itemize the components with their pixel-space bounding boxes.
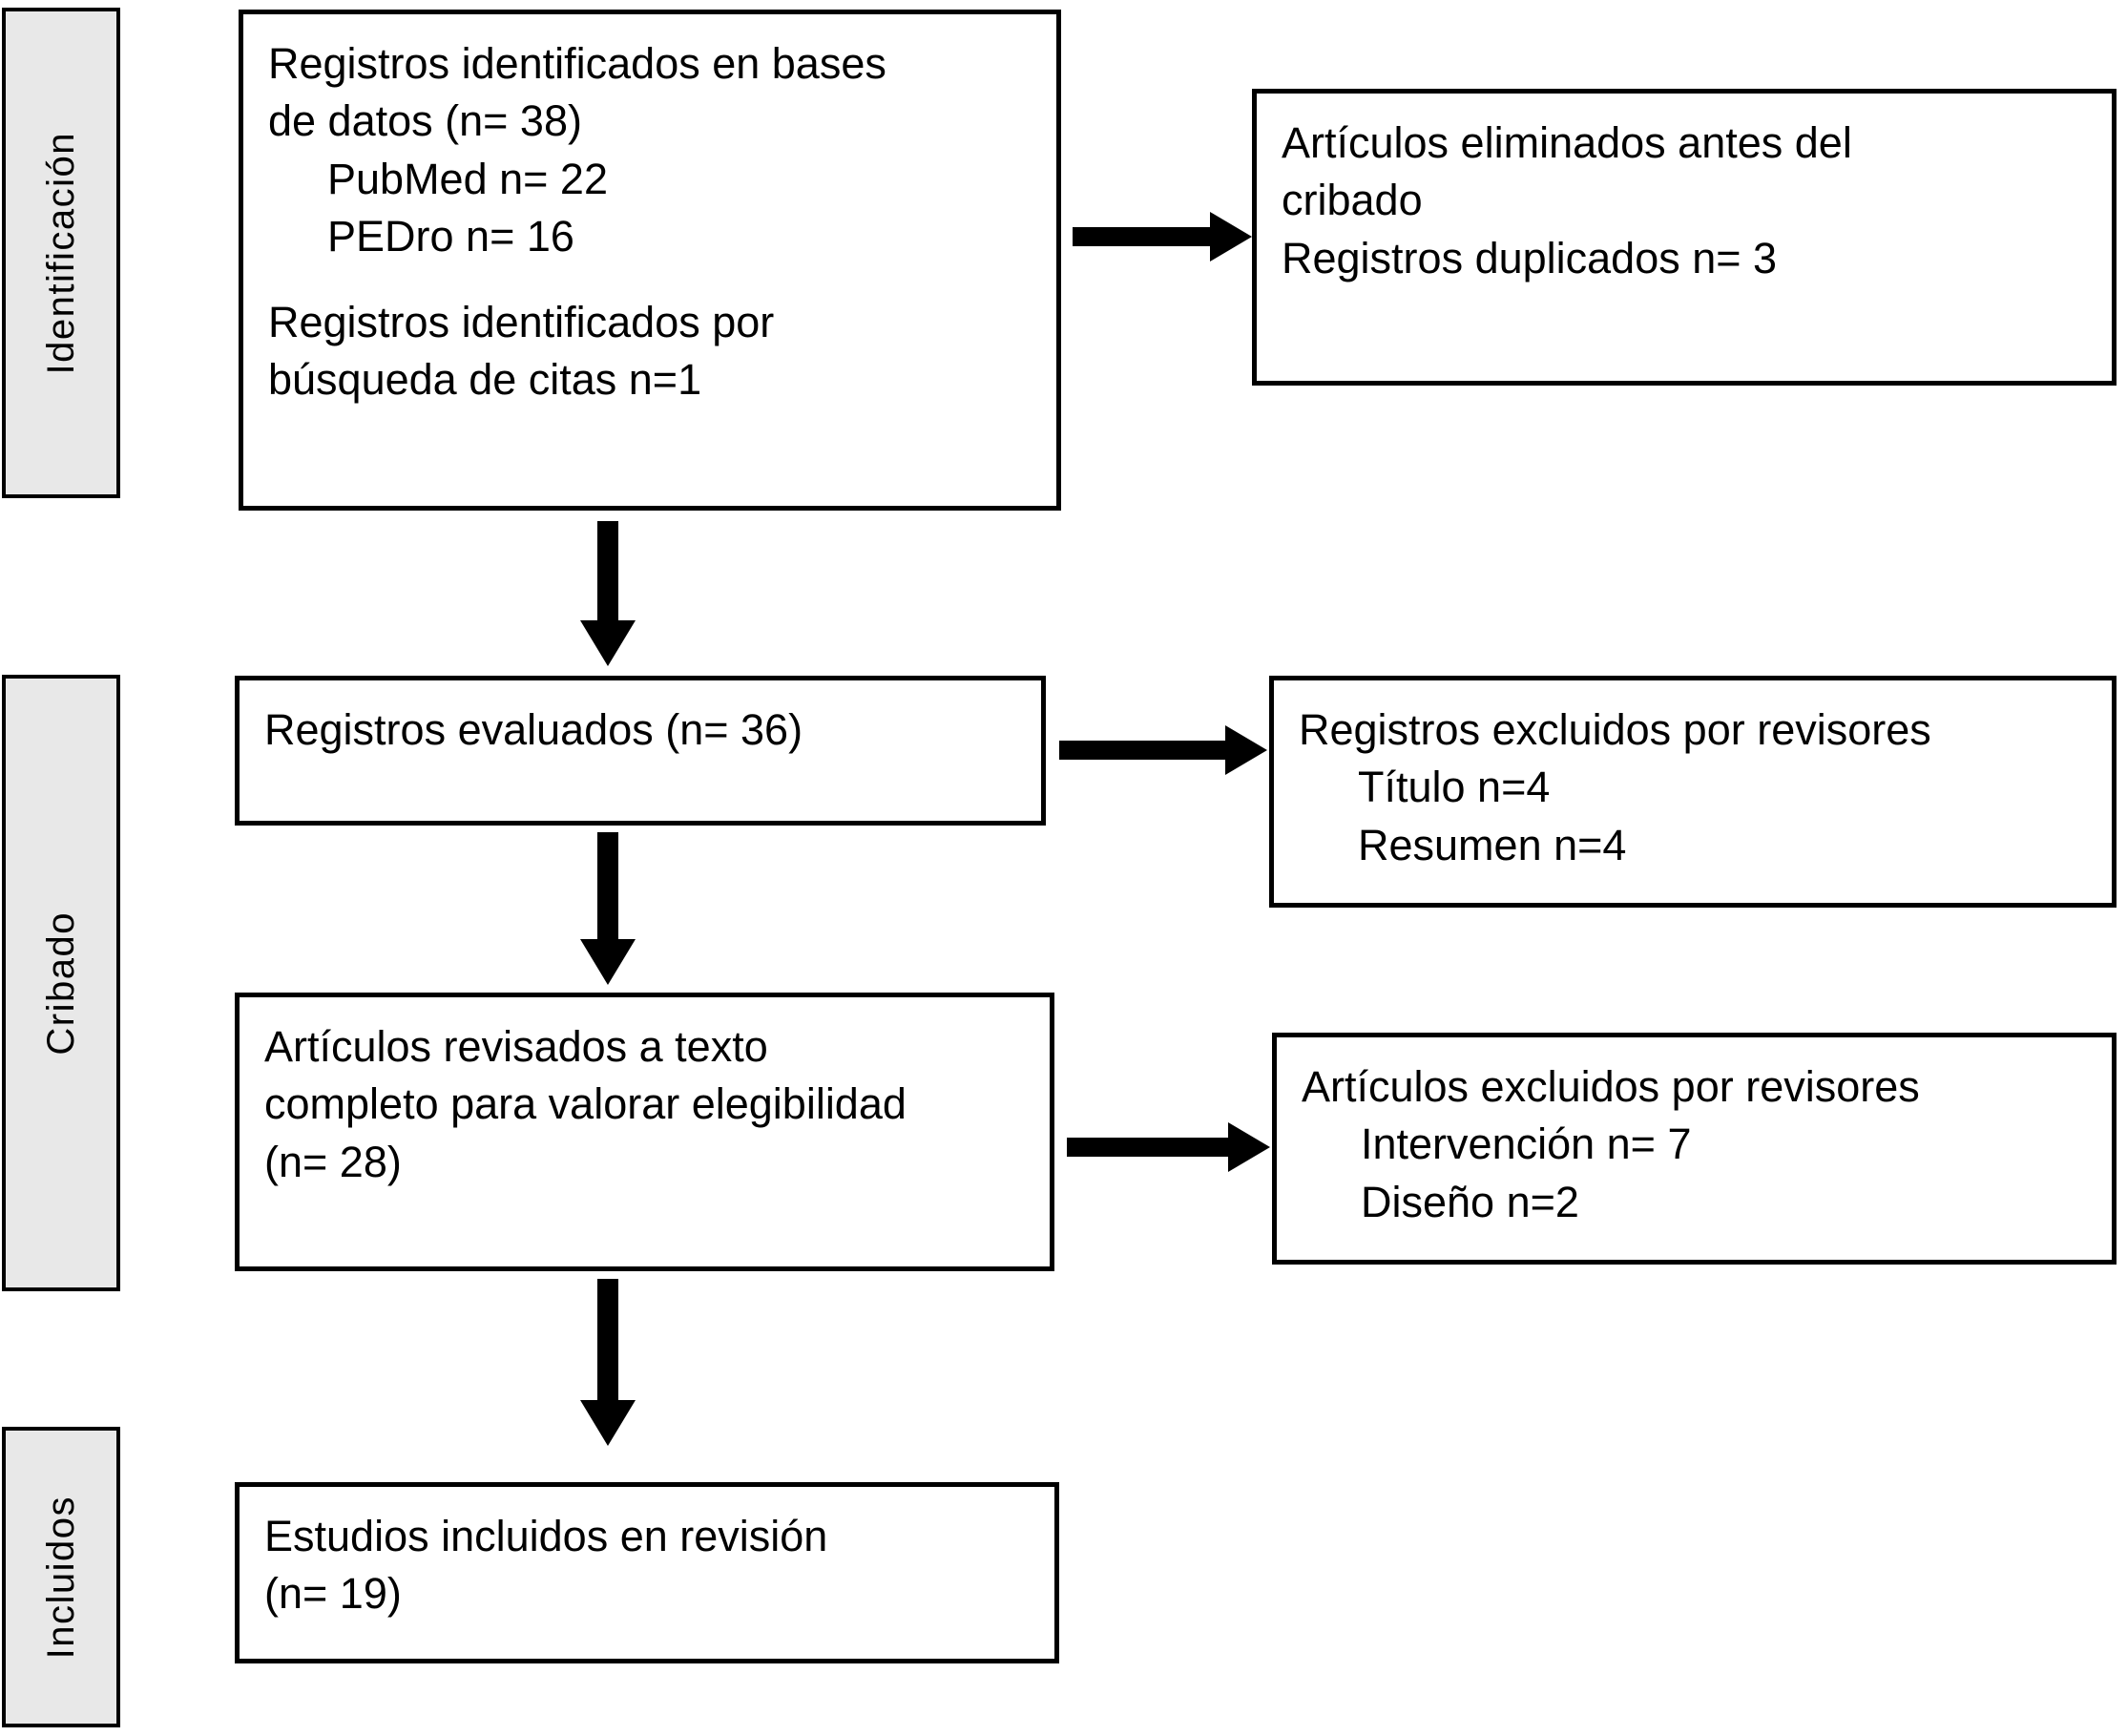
fulltext-assessed-line-3: (n= 28) [264, 1137, 402, 1186]
box-fulltext-assessed: Artículos revisados a texto completo par… [235, 993, 1054, 1271]
stage-label-cribado-text: Cribado [40, 910, 82, 1056]
stage-label-identificacion-text: Identificación [40, 131, 82, 375]
box-records-removed: Artículos eliminados antes del cribado R… [1252, 89, 2117, 386]
fulltext-excluded-line-1: Artículos excluidos por revisores [1302, 1062, 1920, 1111]
records-excluded-line-3: Resumen n=4 [1358, 820, 1627, 869]
box-records-identified: Registros identificados en bases de dato… [239, 10, 1061, 511]
arrow-shaft [597, 521, 618, 624]
records-removed-line-1: Artículos eliminados antes del [1282, 118, 1852, 167]
arrow-head [580, 1400, 636, 1446]
arrow-head [580, 939, 636, 985]
records-identified-spacer [268, 265, 1032, 294]
records-identified-line-4: PEDro n= 16 [327, 211, 574, 261]
arrow-shaft [597, 832, 618, 943]
arrow-head [1225, 725, 1267, 775]
records-identified-line-3: PubMed n= 22 [327, 154, 608, 203]
arrow-shaft [1059, 741, 1227, 760]
records-removed-line-3: Registros duplicados n= 3 [1282, 233, 1778, 282]
records-removed-line-2: cribado [1282, 176, 1423, 225]
box-fulltext-excluded: Artículos excluidos por revisores Interv… [1272, 1033, 2117, 1265]
records-identified-line-2: de datos (n= 38) [268, 96, 582, 146]
arrow-head [1228, 1122, 1270, 1172]
box-records-screened: Registros evaluados (n= 36) [235, 676, 1046, 826]
arrow-shaft [1067, 1138, 1230, 1157]
stage-label-identificacion: Identificación [2, 8, 120, 498]
arrow-shaft [1073, 227, 1212, 246]
box-records-excluded: Registros excluidos por revisores Título… [1269, 676, 2117, 908]
records-identified-line-6: Registros identificados por [268, 298, 775, 347]
fulltext-excluded-line-2: Intervención n= 7 [1361, 1119, 1692, 1169]
arrow-shaft [597, 1279, 618, 1404]
arrow-head [1210, 212, 1252, 261]
records-screened-line-1: Registros evaluados (n= 36) [264, 705, 803, 754]
arrow-head [580, 620, 636, 666]
stage-label-incluidos: Incluidos [2, 1427, 120, 1727]
fulltext-assessed-line-1: Artículos revisados a texto [264, 1022, 768, 1071]
fulltext-assessed-line-2: completo para valorar elegibilidad [264, 1079, 907, 1129]
stage-label-cribado: Cribado [2, 675, 120, 1291]
records-excluded-line-2: Título n=4 [1358, 763, 1551, 812]
studies-included-line-2: (n= 19) [264, 1569, 402, 1619]
records-excluded-line-1: Registros excluidos por revisores [1299, 705, 1931, 754]
studies-included-line-1: Estudios incluidos en revisión [264, 1512, 828, 1560]
stage-label-incluidos-text: Incluidos [40, 1495, 82, 1660]
box-studies-included: Estudios incluidos en revisión (n= 19) [235, 1482, 1059, 1663]
fulltext-excluded-line-3: Diseño n=2 [1361, 1177, 1579, 1226]
records-identified-line-7: búsqueda de citas n=1 [268, 355, 702, 405]
records-identified-line-1: Registros identificados en bases [268, 39, 886, 88]
